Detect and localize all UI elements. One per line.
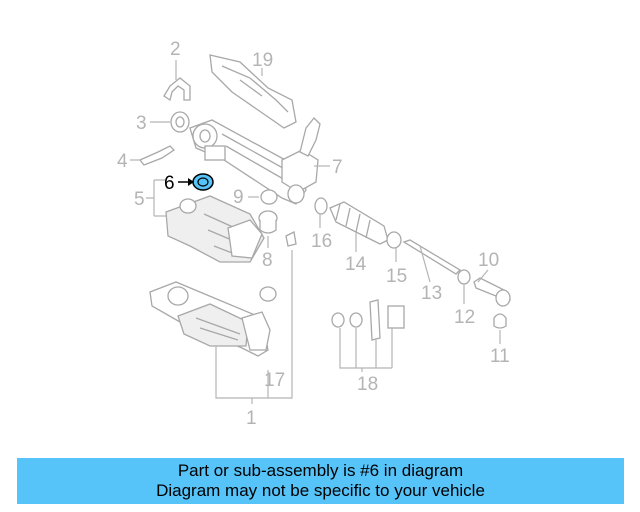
callout-13: 13	[421, 283, 442, 304]
callout-labels: 2 19 3 4 6 5 7 9 8 16 14 15 13 10 12 11 …	[117, 39, 510, 429]
part-4-clamp	[138, 145, 176, 166]
callout-14: 14	[345, 254, 367, 275]
callout-10: 10	[478, 250, 499, 271]
callout-5: 5	[134, 189, 145, 210]
part-17-bolt-upper	[285, 231, 297, 247]
part-15-clamp	[386, 231, 402, 249]
banner-line-1: Part or sub-assembly is #6 in diagram	[177, 461, 464, 480]
part-14-boot	[329, 201, 389, 245]
callout-4: 4	[117, 151, 128, 172]
info-banner: Part or sub-assembly is #6 in diagram Di…	[17, 458, 624, 504]
upper-rack-housing	[189, 117, 321, 205]
part-10-tie-rod-end	[473, 277, 511, 307]
part-13-tie-rod	[402, 239, 462, 275]
callout-12: 12	[454, 307, 475, 328]
callout-8: 8	[262, 250, 273, 271]
part-19-heat-shield	[209, 54, 297, 129]
callout-11: 11	[490, 346, 510, 367]
banner-line-2: Diagram may not be specific to your vehi…	[156, 481, 485, 500]
part-18-kit	[331, 299, 405, 341]
steering-rack-exploded-diagram: 2 19 3 4 6 5 7 9 8 16 14 15 13 10 12 11 …	[117, 39, 511, 429]
leader-lines	[130, 60, 501, 404]
part-8-mount	[258, 210, 278, 234]
callout-7: 7	[332, 157, 343, 178]
callout-1: 1	[246, 408, 257, 429]
callout-15: 15	[386, 266, 407, 287]
part-11-boot	[493, 313, 507, 329]
part-6-gasket	[192, 173, 214, 191]
callout-17: 17	[264, 370, 285, 391]
part-12-nut	[457, 269, 471, 285]
callout-9: 9	[233, 187, 244, 208]
part-2-bracket	[163, 77, 191, 102]
lower-rack-assembly	[149, 281, 277, 357]
part-16-seal	[314, 197, 328, 215]
part-5-power-unit	[165, 195, 265, 263]
callout-19: 19	[252, 50, 273, 71]
part-9-cap	[260, 189, 278, 205]
callout-3: 3	[136, 113, 147, 134]
callout-2: 2	[170, 39, 181, 60]
callout-16: 16	[311, 231, 332, 252]
callout-6: 6	[164, 173, 175, 194]
callout-18: 18	[357, 374, 378, 395]
part-3-bushing	[170, 111, 190, 133]
